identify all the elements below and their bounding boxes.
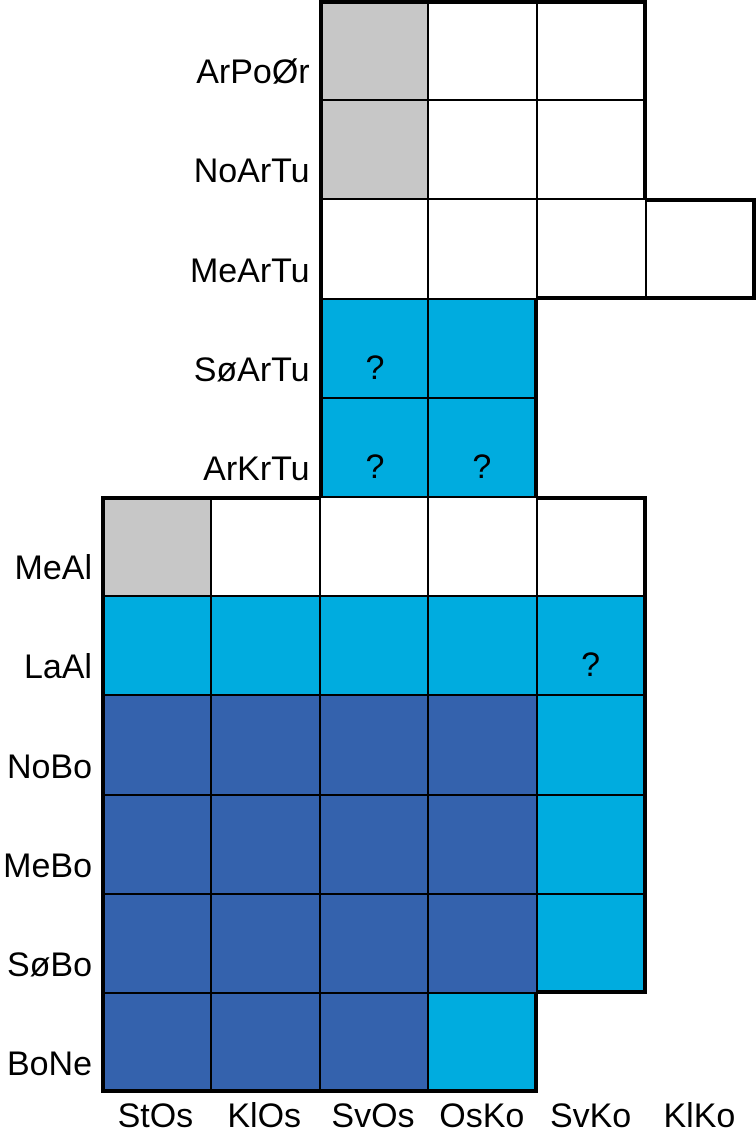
row-label-meartu: MeArTu [189,251,310,290]
matrix-cell-meal-svos [318,496,430,598]
uncertainty-mark: ? [365,447,385,486]
matrix-cell-mebo-klos [209,793,321,895]
matrix-cell-arpoør-osko [427,0,539,102]
matrix-cell-bone-svos [318,992,430,1094]
matrix-cell-noartu-osko [427,99,539,201]
matrix-cell-noartu-svos [318,99,430,201]
matrix-cell-meartu-klko [645,198,756,300]
matrix-cell-søbo-svko [536,892,647,994]
matrix-cell-meal-svko [536,496,647,598]
matrix-cell-arpoør-svko [536,0,647,102]
row-label-bone: BoNe [6,1045,92,1084]
row-label-arkrtu: ArKrTu [203,449,310,488]
matrix-cell-noartu-svko [536,99,647,201]
col-label-osko: OsKo [439,1097,525,1136]
matrix-cell-bone-osko [427,992,539,1094]
matrix-cell-søbo-osko [427,892,539,994]
col-label-stos: StOs [117,1097,194,1136]
matrix-cell-mebo-svko [536,793,647,895]
matrix-cell-søbo-stos [101,892,212,994]
matrix-cell-meal-osko [427,496,539,598]
matrix-cell-søartu-svos: ? [318,297,430,399]
matrix-cell-nobo-svko [536,694,647,796]
row-label-meal: MeAl [14,549,92,588]
matrix-cell-mebo-osko [427,793,539,895]
matrix-cell-nobo-klos [209,694,321,796]
matrix-cell-laal-svko: ? [536,595,647,697]
uncertainty-mark: ? [365,348,385,387]
row-label-noartu: NoArTu [193,152,310,191]
uncertainty-mark: ? [472,447,492,486]
row-label-arpoør: ArPoØr [196,53,310,92]
row-label-nobo: NoBo [6,747,92,786]
col-label-klos: KlOs [227,1097,302,1136]
matrix-cell-laal-klos [209,595,321,697]
uncertainty-mark: ? [581,646,601,685]
matrix-cell-nobo-svos [318,694,430,796]
matrix-cell-laal-stos [101,595,212,697]
matrix-cell-arpoør-svos [318,0,430,102]
col-label-svko: SvKo [549,1097,632,1136]
matrix-cell-nobo-stos [101,694,212,796]
matrix-cell-meartu-osko [427,198,539,300]
matrix-cell-meal-klos [209,496,321,598]
matrix-cell-søbo-svos [318,892,430,994]
row-label-søbo: SøBo [6,945,92,984]
col-label-svos: SvOs [331,1097,415,1136]
col-label-klko: KlKo [663,1097,736,1136]
matrix-cell-arkrtu-osko: ? [427,396,539,498]
matrix-cell-meartu-svos [318,198,430,300]
matrix-cell-laal-svos [318,595,430,697]
matrix-cell-mebo-stos [101,793,212,895]
matrix-cell-meartu-svko [536,198,647,300]
matrix-cell-søartu-osko [427,297,539,399]
matrix-cell-søbo-klos [209,892,321,994]
matrix-cell-meal-stos [101,496,212,598]
row-label-mebo: MeBo [3,846,92,885]
row-label-søartu: SøArTu [193,350,310,389]
matrix-cell-mebo-svos [318,793,430,895]
matrix-cell-laal-osko [427,595,539,697]
row-label-laal: LaAl [23,648,92,687]
matrix-cell-nobo-osko [427,694,539,796]
matrix-cell-arkrtu-svos: ? [318,396,430,498]
matrix-cell-bone-stos [101,992,212,1094]
matrix-cell-bone-klos [209,992,321,1094]
